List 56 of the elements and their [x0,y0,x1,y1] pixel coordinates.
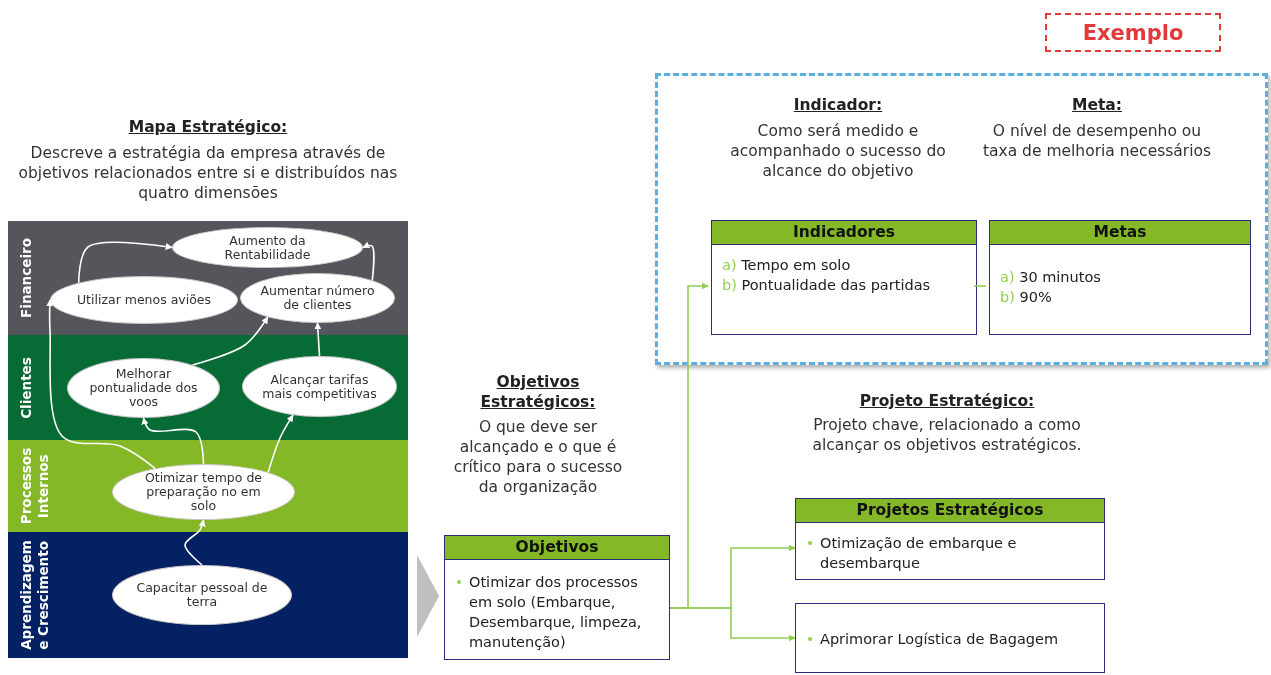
ellipse-label: Melhorar pontualidade dos voos [88,367,199,409]
connector [669,607,796,642]
objective-ellipse [50,276,238,324]
section-heading: Meta: [1071,95,1123,115]
list-item: a) 30 minutos [1000,268,1102,287]
list-item: Otimização de embarque e desembarque [806,533,1096,573]
ellipse-label: Otimizar tempo de preparação no em solo [143,471,264,513]
ellipse-label: Capacitar pessoal de terra [135,581,269,609]
list-card [795,603,1105,673]
section-heading: Projeto Estratégico: [858,391,1036,411]
curved-arrow [46,299,156,470]
section-description: O nível de desempenho ou taxa de melhoria necessários [981,121,1213,161]
perspective-band [8,335,408,440]
list-card [711,220,977,335]
perspective-band [8,221,408,335]
curved-arrow [77,241,173,284]
section-heading: Indicador: [792,95,884,115]
curved-arrow [141,417,205,465]
tag-label: Exemplo [1082,20,1184,45]
card-header: Metas [990,221,1250,245]
list-item: b) Pontualidade das partidas [722,276,932,295]
list-card [444,535,670,660]
connector [973,285,987,287]
list-item: Aprimorar Logística de Bagagem [806,629,1096,649]
band-label: Clientes [18,356,35,419]
ellipse-label: Alcançar tarifas mais competitivas [261,372,378,401]
perspective-band [8,532,408,658]
section-heading: Objetivos Estratégicos: [479,372,597,412]
band-label: Aprendizagem e Crescimento [18,540,52,650]
example-panel [655,73,1268,365]
ellipse-label: Aumentar número de clientes [259,284,376,312]
curved-arrow [362,241,375,282]
ellipse-label: Utilizar menos aviões [76,293,212,307]
list-card [989,220,1251,335]
list-item: a) Tempo em solo [722,256,852,275]
list-card [795,498,1105,580]
section-description: Descreve a estratégia da empresa através de objetivos relacionados entre si e distribuídos nas quatro dimensões [17,143,399,203]
section-heading: Mapa Estratégico: [127,117,289,137]
example-tag [1045,13,1221,52]
list-item: Otimizar dos processos em solo (Embarque, Desembarque, limpeza, manutenção) [455,572,661,652]
list-item: b) 90% [1000,288,1053,307]
section-description: O que deve ser alcançado e o que é crítico para o sucesso da organização [452,417,624,497]
card-header: Projetos Estratégicos [796,499,1104,523]
curved-arrow [184,519,206,566]
ellipse-label: Aumento da Rentabilidade [223,233,312,262]
section-description: Como será medido e acompanhado o sucesso do alcance do objetivo [729,121,947,181]
chevron-arrow [417,555,439,637]
perspective-band [8,440,408,532]
curved-arrow [314,322,322,357]
band-label: Financeiro [18,238,35,318]
card-header: Indicadores [712,221,976,245]
card-header: Objetivos [445,536,669,560]
section-description: Projeto chave, relacionado a como alcançar os objetivos estratégicos. [811,415,1083,455]
curved-arrow [191,316,269,366]
curved-arrow [267,414,294,473]
band-label: Processos Internos [18,447,52,525]
